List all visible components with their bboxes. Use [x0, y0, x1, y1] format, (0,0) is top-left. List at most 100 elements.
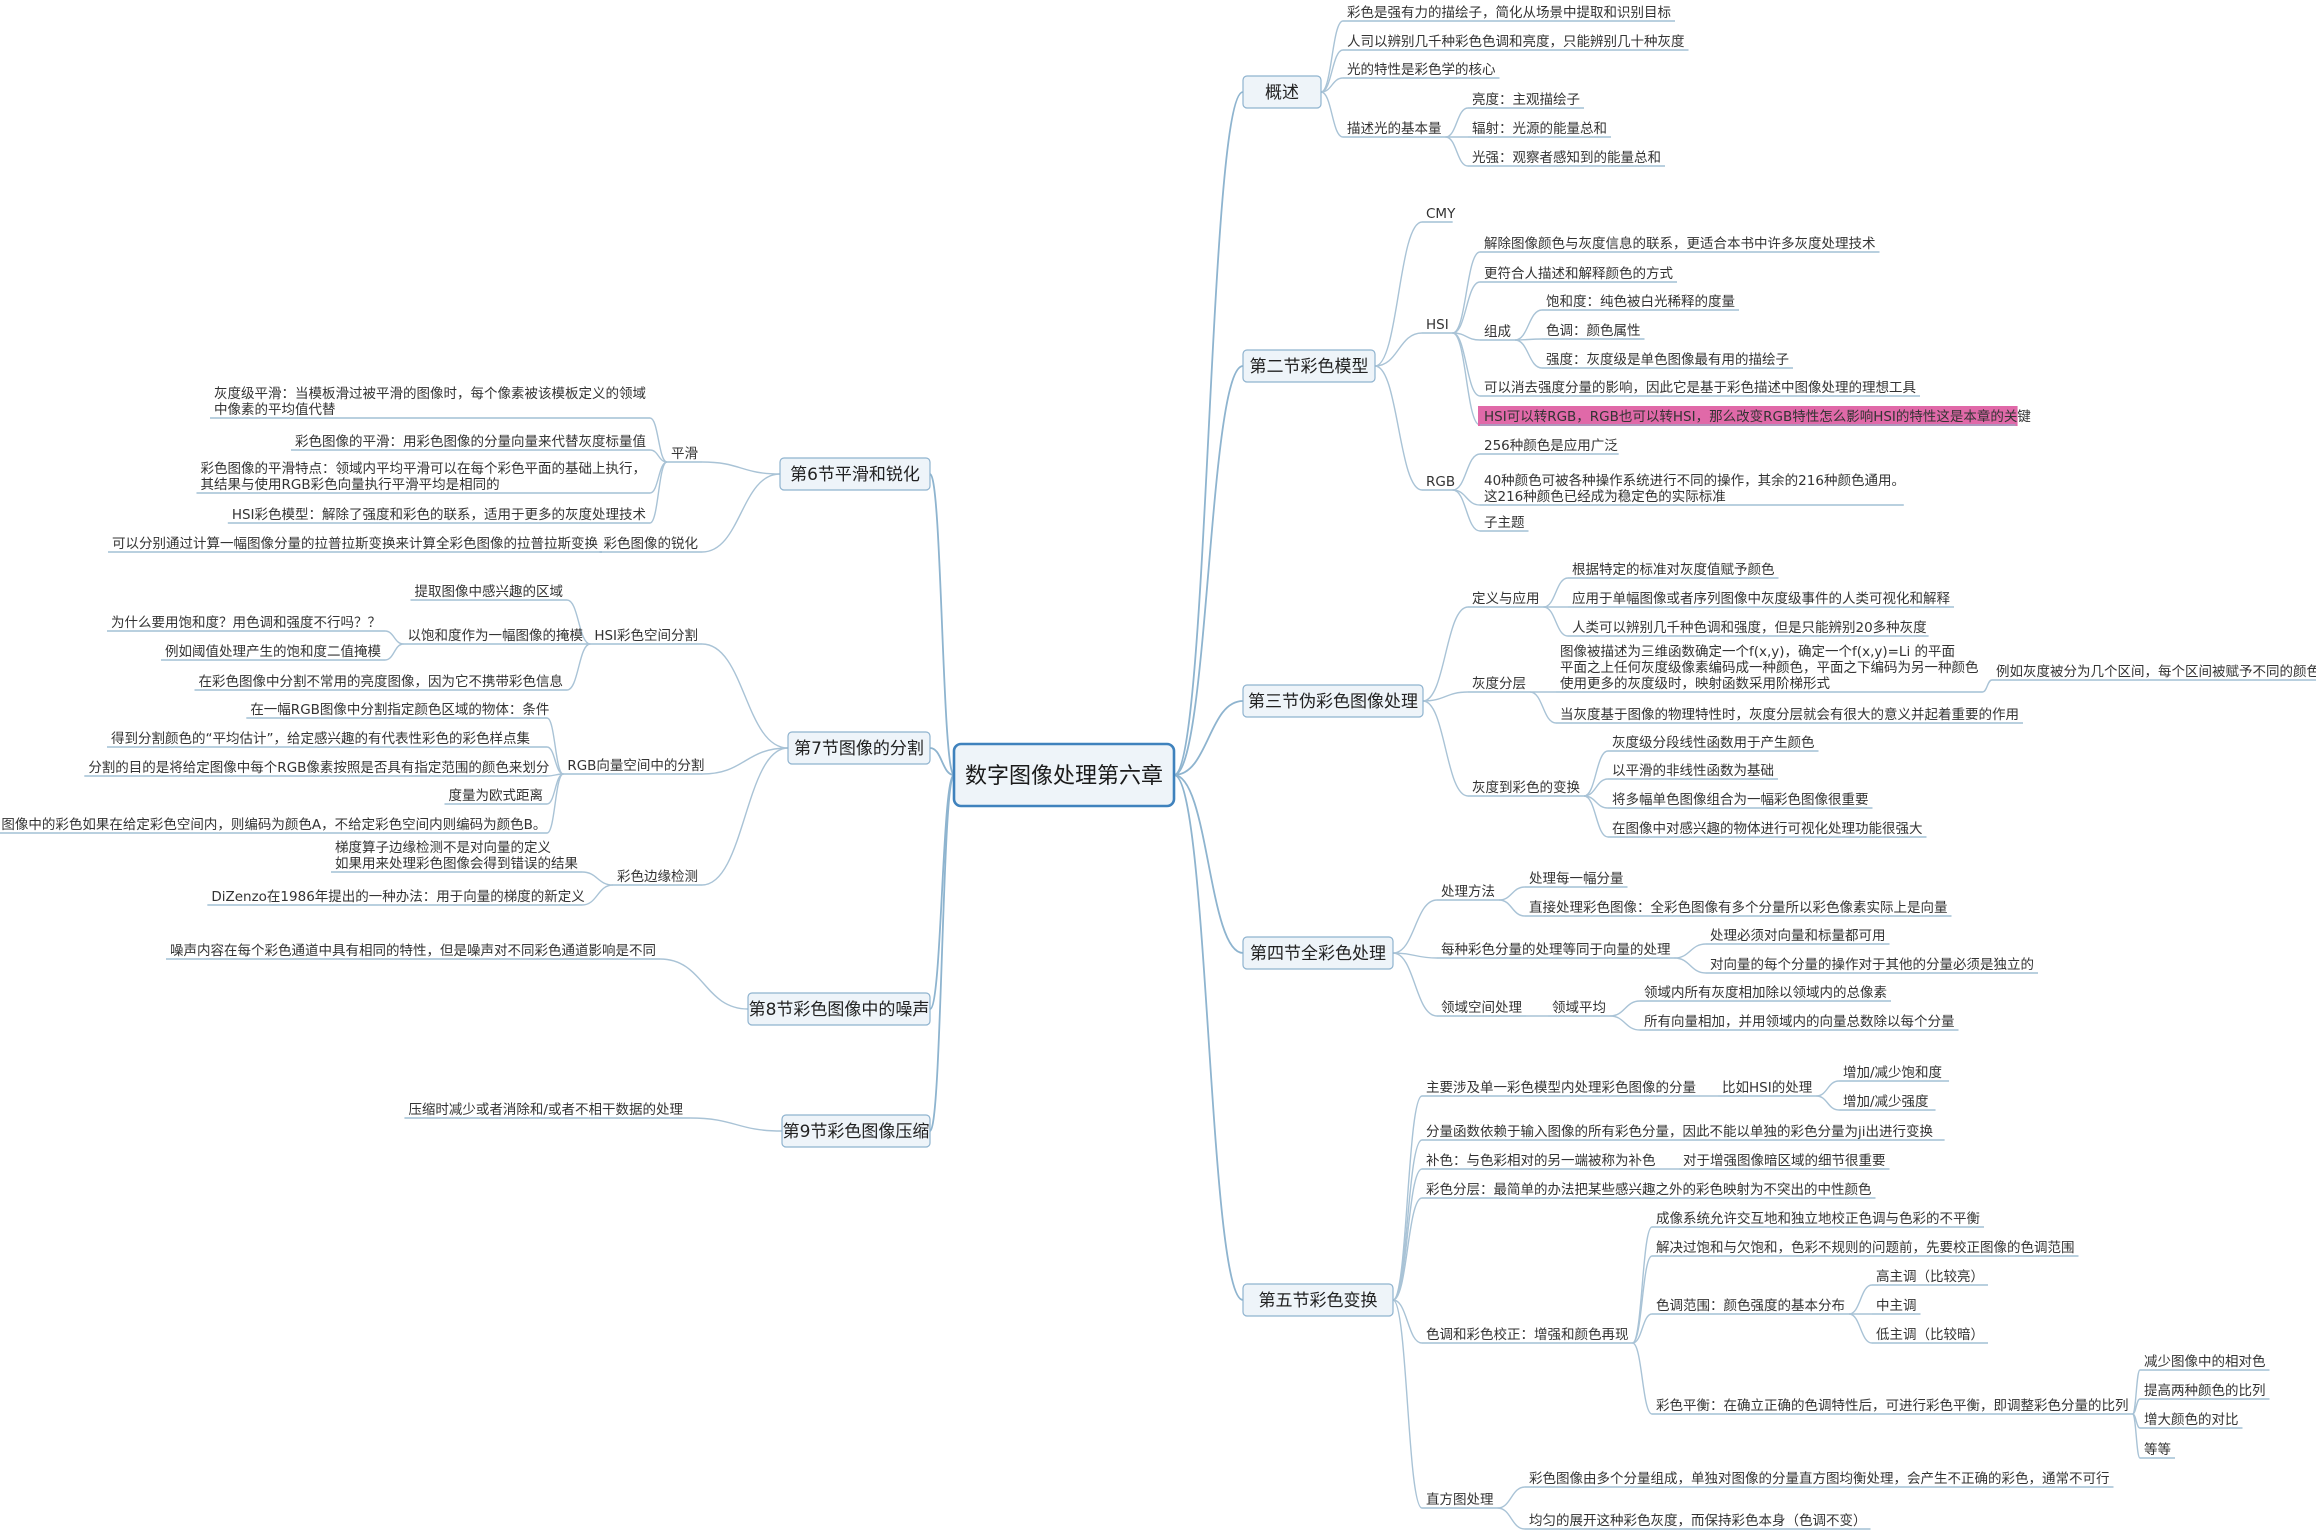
map-node-label[interactable]: 子主题	[1484, 515, 1525, 531]
map-node-label[interactable]: HSI彩色空间分割	[594, 627, 698, 644]
map-node-label[interactable]: 对于增强图像暗区域的细节很重要	[1683, 1153, 1886, 1169]
branch-node[interactable]: 第9节彩色图像压缩	[781, 1114, 931, 1148]
map-node-label[interactable]: 中主调	[1876, 1298, 1917, 1314]
map-node-label[interactable]: 灰度级平滑：当模板滑过被平滑的图像时，每个像素被该模板定义的领域中像素的平均值代…	[214, 386, 646, 418]
map-node-label[interactable]: 低主调（比较暗）	[1876, 1327, 1984, 1343]
map-node-label[interactable]: 得到分割颜色的“平均估计”，给定感兴趣的有代表性彩色的彩色样点集	[111, 730, 530, 747]
map-node-label[interactable]: 定义与应用	[1472, 590, 1540, 607]
map-node-label[interactable]: 辐射：光源的能量总和	[1472, 121, 1607, 137]
map-node-label[interactable]: 为什么要用饱和度？用色调和强度不行吗？？	[111, 614, 381, 631]
map-node-label[interactable]: 解除图像颜色与灰度信息的联系，更适合本书中许多灰度处理技术	[1484, 235, 1876, 252]
map-node-label[interactable]: 人类可以辨别几千种色调和强度，但是只能辨别20多种灰度	[1572, 619, 1927, 636]
map-node-label[interactable]: 色调范围：颜色强度的基本分布	[1656, 1297, 1845, 1314]
map-node-label[interactable]: 彩色平衡：在确立正确的色调特性后，可进行彩色平衡，即调整彩色分量的比列	[1656, 1397, 2129, 1414]
map-node-label[interactable]: 应用于单幅图像或者序列图像中灰度级事件的人类可视化和解释	[1572, 590, 1950, 607]
map-node-label[interactable]: 度量为欧式距离	[449, 787, 544, 804]
map-node-label[interactable]: 均匀的展开这种彩色灰度，而保持彩色本身（色调不变）	[1529, 1512, 1867, 1529]
map-node-label[interactable]: 主要涉及单一彩色模型内处理彩色图像的分量	[1426, 1079, 1696, 1096]
branch-node[interactable]: 第五节彩色变换	[1242, 1283, 1394, 1317]
map-node-label[interactable]: 噪声内容在每个彩色通道中具有相同的特性，但是噪声对不同彩色通道影响是不同	[170, 942, 656, 959]
map-node-label[interactable]: 分割的目的是将给定图像中每个RGB像素按照是否具有指定范围的颜色来划分	[88, 759, 549, 776]
map-node-label[interactable]: 分量函数依赖于输入图像的所有彩色分量，因此不能以单独的彩色分量为ji出进行变换	[1426, 1123, 1934, 1140]
map-node-label[interactable]: 直方图处理	[1426, 1492, 1494, 1508]
branch-node[interactable]: 第二节彩色模型	[1242, 349, 1376, 383]
map-node-label[interactable]: 增加/减少强度	[1843, 1094, 1929, 1110]
map-node-label[interactable]: 压缩时减少或者消除和/或者不相干数据的处理	[408, 1102, 683, 1118]
map-node-label[interactable]: 增大颜色的对比	[2144, 1411, 2239, 1428]
map-node-label[interactable]: 将多幅单色图像组合为一幅彩色图像很重要	[1612, 791, 1869, 808]
map-node-label[interactable]: 灰度级分段线性函数用于产生颜色	[1612, 734, 1815, 751]
map-node-label[interactable]: 描述光的基本量	[1347, 120, 1442, 137]
map-node-label[interactable]: 在图像中对感兴趣的物体进行可视化处理功能很强大	[1612, 820, 1923, 837]
map-node-label[interactable]: 直接处理彩色图像：全彩色图像有多个分量所以彩色像素实际上是向量	[1529, 899, 1948, 916]
branch-node[interactable]: 第四节全彩色处理	[1242, 936, 1394, 970]
map-node-label[interactable]: 彩色图像由多个分量组成，单独对图像的分量直方图均衡处理，会产生不正确的彩色，通常…	[1529, 1470, 2110, 1487]
map-node-label[interactable]: 彩色图像的锐化	[604, 535, 699, 552]
map-node-label[interactable]: HSI	[1426, 317, 1449, 333]
map-node-label[interactable]: 每种彩色分量的处理等同于向量的处理	[1441, 941, 1671, 958]
root-node[interactable]: 数字图像处理第六章	[952, 742, 1176, 808]
branch-node[interactable]: 第6节平滑和锐化	[779, 457, 931, 491]
map-node-label[interactable]: 平滑	[671, 446, 698, 462]
map-node-label[interactable]: 例如灰度被分为几个区间，每个区间被赋予不同的颜色	[1996, 663, 2316, 680]
map-node-label[interactable]: 当灰度基于图像的物理特性时，灰度分层就会有很大的意义并起着重要的作用	[1560, 706, 2019, 723]
map-node-label[interactable]: 光的特性是彩色学的核心	[1347, 61, 1496, 78]
map-node-label[interactable]: 强度：灰度级是单色图像最有用的描绘子	[1546, 351, 1789, 368]
map-node-label[interactable]: 饱和度：纯色被白光稀释的度量	[1546, 293, 1735, 310]
map-node-label[interactable]: 提取图像中感兴趣的区域	[415, 583, 564, 600]
map-node-label[interactable]: 在彩色图像中分割不常用的亮度图像，因为它不携带彩色信息	[199, 673, 564, 690]
map-node-label[interactable]: 光强：观察者感知到的能量总和	[1472, 149, 1661, 166]
map-node-label[interactable]: 色调：颜色属性	[1546, 322, 1641, 339]
map-node-label[interactable]: 256种颜色是应用广泛	[1484, 437, 1618, 454]
map-node-label[interactable]: 彩色图像的平滑：用彩色图像的分量向量来代替灰度标量值	[295, 433, 646, 450]
map-node-label[interactable]: 可以消去强度分量的影响，因此它是基于彩色描述中图像处理的理想工具	[1484, 379, 1916, 396]
map-node-label[interactable]: 根据特定的标准对灰度值赋予颜色	[1572, 561, 1775, 578]
map-node-label[interactable]: 领域空间处理	[1441, 1000, 1522, 1016]
map-node-label[interactable]: 以饱和度作为一幅图像的掩模	[408, 628, 584, 644]
map-node-label[interactable]: 领域内所有灰度相加除以领域内的总像素	[1644, 985, 1887, 1001]
branch-node[interactable]: 第三节伪彩色图像处理	[1242, 684, 1424, 718]
map-node-label[interactable]: HSI可以转RGB，RGB也可以转HSI，那么改变RGB特性怎么影响HSI的特性…	[1484, 408, 2031, 425]
map-node-label[interactable]: DiZenzo在1986年提出的一种办法：用于向量的梯度的新定义	[211, 889, 584, 905]
map-node-label[interactable]: 灰度到彩色的变换	[1472, 779, 1580, 796]
map-node-label[interactable]: 更符合人描述和解释颜色的方式	[1484, 265, 1673, 282]
map-node-label[interactable]: RGB	[1426, 474, 1455, 490]
map-node-label[interactable]: 成像系统允许交互地和独立地校正色调与色彩的不平衡	[1656, 1210, 1980, 1227]
map-node-label[interactable]: 例如阈值处理产生的饱和度二值掩模	[165, 644, 381, 660]
map-node-label[interactable]: 领域平均	[1552, 1000, 1606, 1016]
map-node-label[interactable]: 处理每一幅分量	[1529, 871, 1624, 887]
map-node-label[interactable]: 增加/减少饱和度	[1843, 1065, 1942, 1081]
map-node-label[interactable]: 组成	[1484, 324, 1511, 340]
map-node-label[interactable]: 灰度分层	[1472, 676, 1526, 692]
map-node-label[interactable]: 高主调（比较亮）	[1876, 1268, 1984, 1285]
map-node-label[interactable]: 以平滑的非线性函数为基础	[1612, 762, 1774, 779]
map-node-label[interactable]: 补色：与色彩相对的另一端被称为补色	[1426, 1152, 1656, 1169]
branch-node[interactable]: 第7节图像的分割	[787, 731, 931, 765]
map-node-label[interactable]: 在一幅RGB图像中分割指定颜色区域的物体：条件	[250, 701, 549, 718]
map-node-label[interactable]: 比如HSI的处理	[1722, 1080, 1813, 1096]
map-node-label[interactable]: 图像被描述为三维函数确定一个f(x,y)，确定一个f(x,y)=Li 的平面平面…	[1560, 644, 1979, 692]
map-node-label[interactable]: 彩色是强有力的描绘子，简化从场景中提取和识别目标	[1347, 4, 1671, 21]
map-node-label[interactable]: 梯度算子边缘检测不是对向量的定义如果用来处理彩色图像会得到错误的结果	[335, 840, 578, 872]
map-node-label[interactable]: 40种颜色可被各种操作系统进行不同的操作，其余的216种颜色通用。这216种颜色…	[1484, 472, 1905, 505]
map-node-label[interactable]: 解决过饱和与欠饱和，色彩不规则的问题前，先要校正图像的色调范围	[1656, 1239, 2075, 1256]
map-node-label[interactable]: 所有向量相加，并用领域内的向量总数除以每个分量	[1644, 1014, 1955, 1030]
map-node-label[interactable]: 彩色边缘检测	[617, 868, 698, 885]
map-node-label[interactable]: 处理方法	[1441, 884, 1495, 900]
map-node-label[interactable]: HSI彩色模型：解除了强度和彩色的联系，适用于更多的灰度处理技术	[232, 506, 646, 523]
map-node-label[interactable]: 图像中的彩色如果在给定彩色空间内，则编码为颜色A，不给定彩色空间内则编码为颜色B…	[1, 816, 546, 833]
branch-node[interactable]: 第8节彩色图像中的噪声	[747, 992, 931, 1026]
map-node-label[interactable]: 彩色图像的平滑特点：领域内平均平滑可以在每个彩色平面的基础上执行，其结果与使用R…	[201, 460, 647, 493]
map-node-label[interactable]: RGB向量空间中的分割	[567, 757, 704, 774]
map-node-label[interactable]: 减少图像中的相对色	[2144, 1353, 2266, 1370]
map-node-label[interactable]: CMY	[1426, 206, 1456, 222]
map-node-label[interactable]: 色调和彩色校正：增强和颜色再现	[1426, 1326, 1629, 1343]
map-node-label[interactable]: 亮度：主观描绘子	[1472, 91, 1580, 108]
map-node-label[interactable]: 提高两种颜色的比列	[2144, 1382, 2266, 1399]
map-node-label[interactable]: 等等	[2144, 1441, 2171, 1458]
map-node-label[interactable]: 可以分别通过计算一幅图像分量的拉普拉斯变换来计算全彩色图像的拉普拉斯变换	[112, 535, 598, 552]
map-node-label[interactable]: 人司以辨别几千种彩色色调和亮度，只能辨别几十种灰度	[1347, 33, 1685, 50]
map-node-label[interactable]: 对向量的每个分量的操作对于其他的分量必须是独立的	[1710, 957, 2034, 973]
map-node-label[interactable]: 彩色分层：最简单的办法把某些感兴趣之外的彩色映射为不突出的中性颜色	[1426, 1181, 1872, 1198]
map-node-label[interactable]: 处理必须对向量和标量都可用	[1710, 928, 1886, 944]
